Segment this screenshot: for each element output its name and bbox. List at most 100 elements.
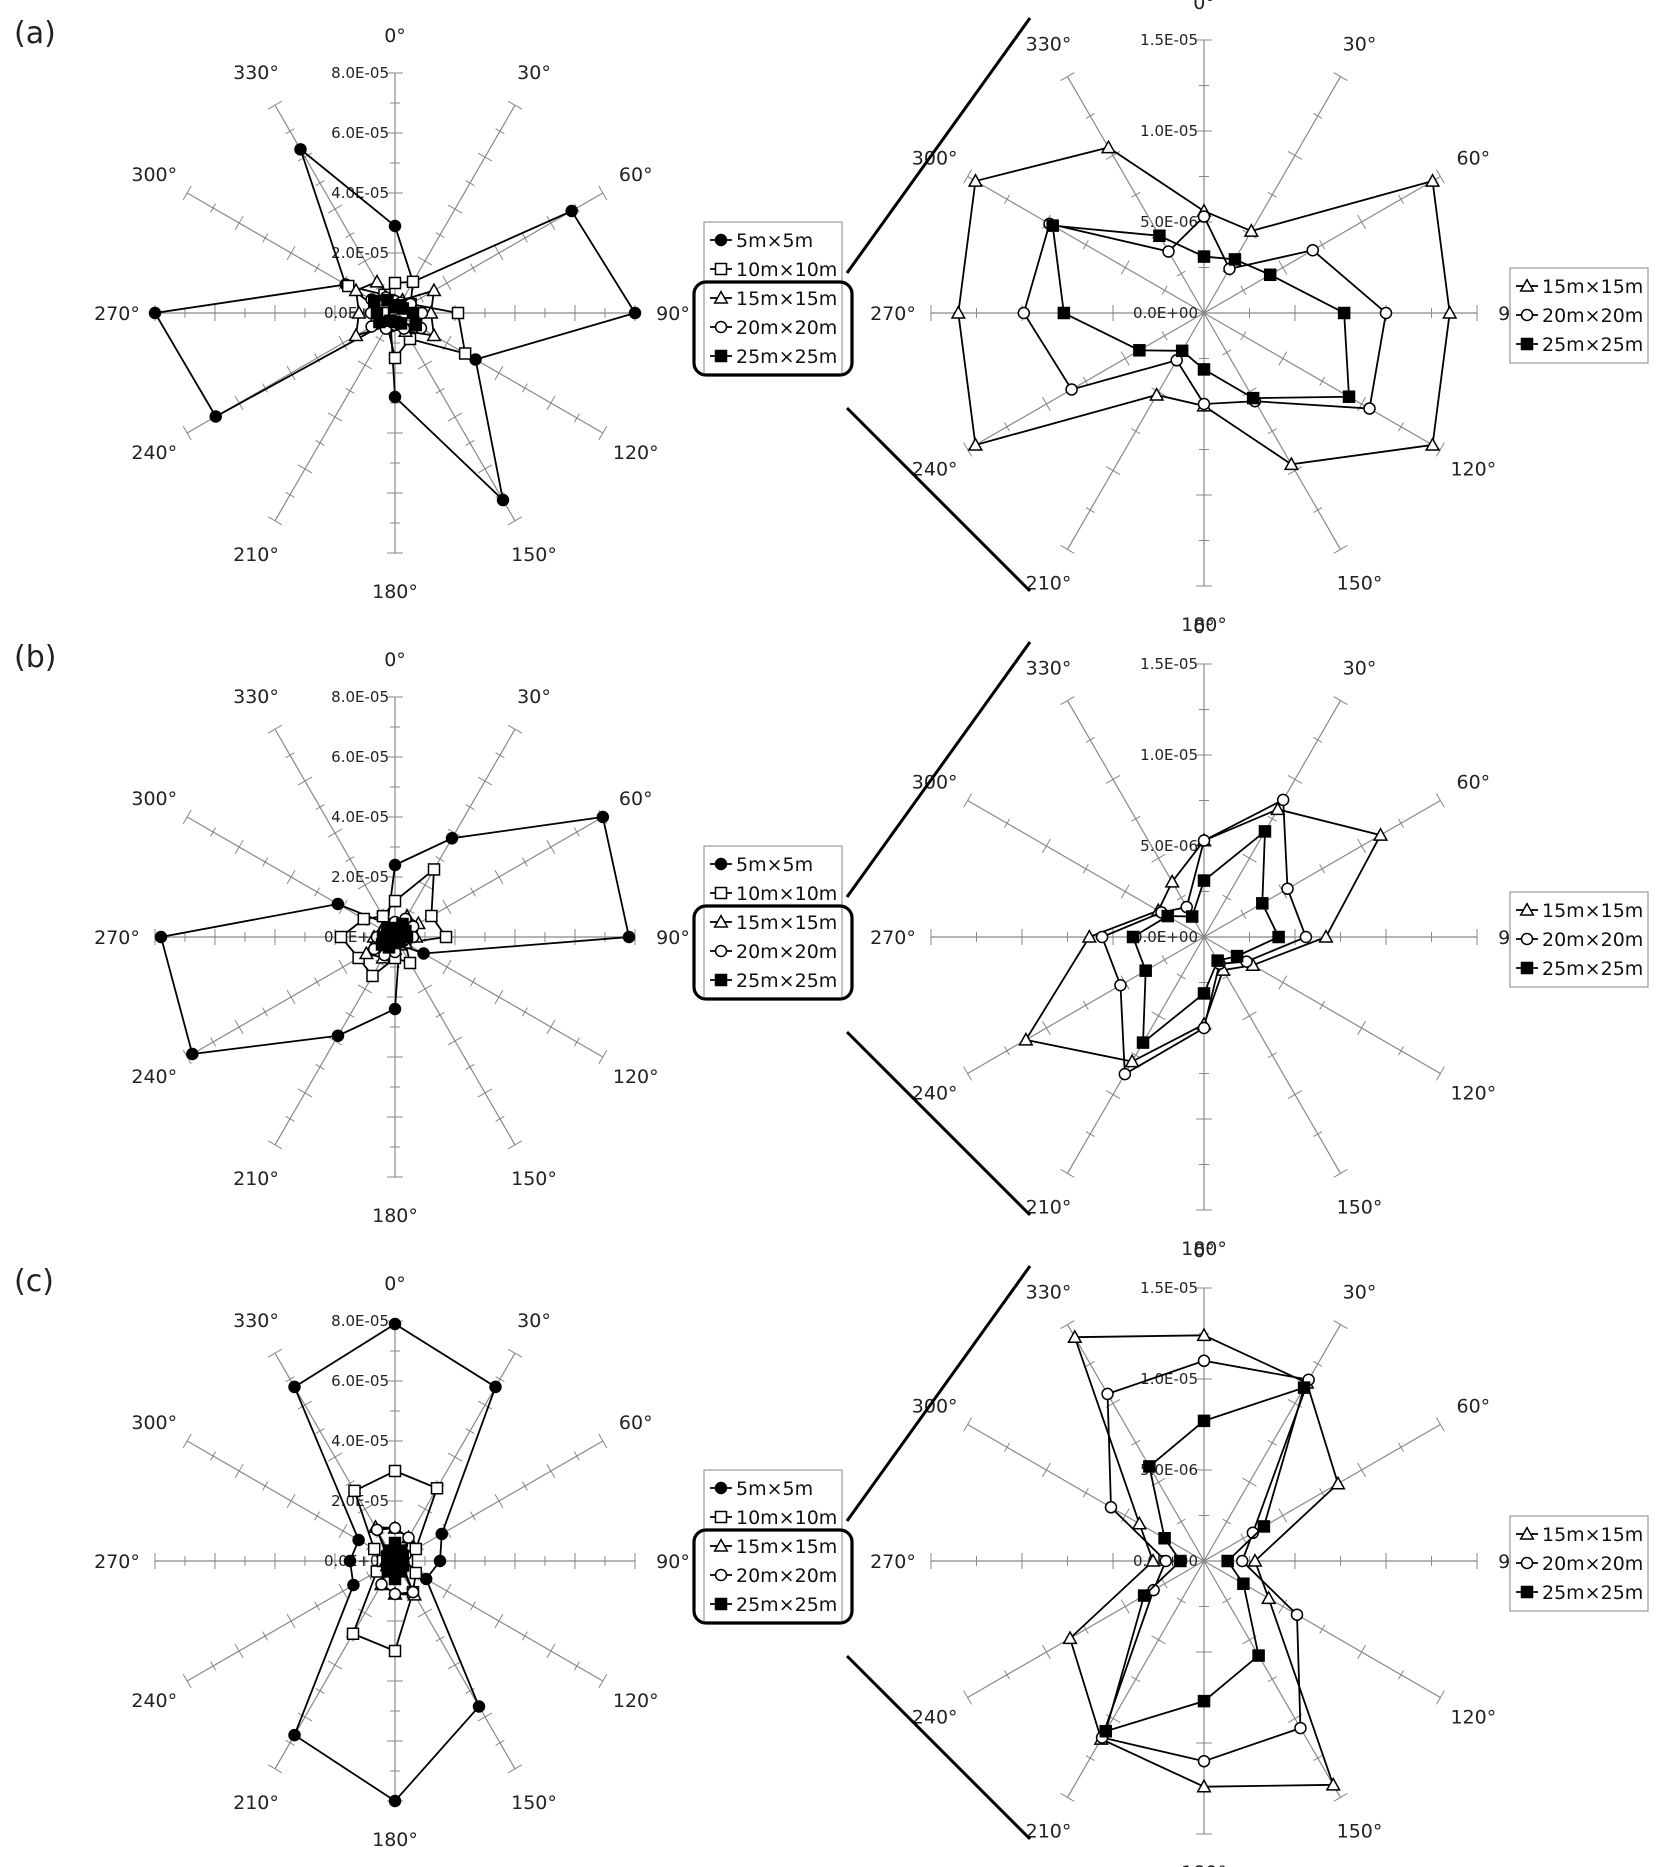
spoke-tick bbox=[1004, 1442, 1010, 1452]
legend-marker-15mx15m bbox=[1519, 1526, 1535, 1540]
legend-entry-15mx15m: 15m×15m bbox=[1542, 900, 1643, 922]
legend-marker-5mx5m bbox=[714, 233, 728, 247]
spoke-tick bbox=[417, 360, 433, 370]
data-point-20mx20m bbox=[375, 1578, 388, 1591]
zoom-connector-bottom bbox=[845, 406, 1032, 593]
spoke-tick bbox=[521, 857, 528, 867]
spoke-tick bbox=[1333, 1168, 1348, 1178]
spoke-tick bbox=[1435, 1417, 1445, 1432]
spoke-tick bbox=[297, 152, 313, 162]
spoke-tick bbox=[262, 857, 269, 867]
spoke-tick bbox=[477, 1400, 493, 1410]
spoke-tick bbox=[345, 1012, 355, 1018]
spoke-tick bbox=[442, 1583, 452, 1599]
spoke-tick bbox=[1085, 1755, 1095, 1761]
spoke-tick bbox=[494, 989, 504, 1005]
spoke-tick bbox=[285, 491, 295, 498]
spoke-tick bbox=[1398, 422, 1404, 432]
spoke-tick bbox=[470, 887, 476, 897]
spoke-tick bbox=[435, 856, 445, 862]
spoke-tick bbox=[327, 1452, 343, 1462]
angle-label: 270° bbox=[94, 303, 140, 325]
angle-label: 150° bbox=[511, 1792, 557, 1814]
data-point-15mx15m bbox=[348, 327, 364, 342]
legend-entry-5mx5m: 5m×5m bbox=[736, 854, 813, 876]
data-point-15mx15m bbox=[1100, 139, 1117, 154]
spoke-tick bbox=[314, 263, 320, 273]
data-point-20mx20m bbox=[1065, 383, 1078, 396]
data-point-10mx10m bbox=[439, 930, 453, 944]
data-point-15mx15m bbox=[1196, 1327, 1212, 1342]
data-point-5mx5m bbox=[622, 930, 636, 944]
spoke-tick bbox=[1085, 1361, 1095, 1367]
data-point-15mx15m bbox=[950, 305, 966, 319]
legend-entry-20mx20m: 20m×20m bbox=[736, 317, 837, 339]
spoke-tick bbox=[1041, 838, 1051, 854]
spoke-tick bbox=[1222, 1518, 1232, 1525]
spoke-tick bbox=[210, 1661, 217, 1671]
data-point-25mx25m bbox=[1175, 344, 1189, 358]
spoke-tick bbox=[494, 1613, 504, 1629]
data-point-5mx5m bbox=[388, 219, 402, 233]
spoke-tick bbox=[442, 959, 452, 975]
spoke-tick bbox=[285, 1115, 295, 1122]
spoke-tick bbox=[1333, 72, 1348, 82]
spoke-tick bbox=[1060, 1168, 1075, 1178]
data-point-20mx20m bbox=[406, 1585, 420, 1599]
spoke-tick bbox=[1333, 1320, 1348, 1330]
data-point-25mx25m bbox=[1057, 306, 1071, 320]
spoke-tick bbox=[1278, 1508, 1288, 1523]
data-point-25mx25m bbox=[1143, 1460, 1156, 1473]
spoke-tick bbox=[1082, 240, 1089, 250]
data-point-10mx10m bbox=[388, 1464, 402, 1478]
data-point-25mx25m bbox=[1153, 229, 1166, 243]
angle-label: 180° bbox=[1181, 1862, 1227, 1867]
spoke-tick bbox=[546, 1643, 556, 1659]
data-point-25mx25m bbox=[1230, 949, 1244, 963]
data-point-20mx20m bbox=[1197, 1021, 1211, 1035]
spoke-tick bbox=[262, 1631, 269, 1641]
radar-zoom-0: 0°30°60°90°120°150°180°210°240°270°300°3… bbox=[870, 0, 1532, 636]
spoke-tick bbox=[1267, 1676, 1277, 1683]
legend-marker-15mx15m bbox=[1519, 278, 1535, 292]
data-point-25mx25m bbox=[385, 925, 399, 939]
data-point-5mx5m bbox=[186, 1047, 199, 1061]
spoke-tick bbox=[357, 256, 373, 266]
data-point-15mx15m bbox=[967, 437, 984, 451]
data-point-5mx5m bbox=[331, 1029, 345, 1042]
spoke-tick bbox=[366, 1571, 372, 1581]
spoke-tick bbox=[314, 1601, 320, 1611]
legend-entry-20mx20m: 20m×20m bbox=[1542, 929, 1643, 951]
radial-tick-label: 5.0E-06 bbox=[1140, 837, 1198, 855]
spoke-tick bbox=[494, 245, 504, 261]
spoke-tick bbox=[1222, 1597, 1232, 1604]
spoke-tick bbox=[1357, 1462, 1367, 1478]
spoke-tick bbox=[267, 1348, 283, 1358]
spoke-tick bbox=[1131, 815, 1141, 822]
spoke-tick bbox=[1105, 1714, 1121, 1724]
spoke-tick bbox=[1319, 1000, 1326, 1010]
spoke-tick bbox=[315, 1428, 325, 1435]
radial-tick-label: 1.5E-05 bbox=[1140, 1279, 1198, 1297]
legend-marker-25mx25m bbox=[1520, 1585, 1534, 1599]
spoke-tick bbox=[573, 827, 580, 837]
spoke-tick bbox=[182, 1433, 192, 1449]
spoke-tick bbox=[507, 724, 523, 734]
radar-full-1: 0°30°60°90°120°150°180°210°240°270°300°3… bbox=[94, 649, 690, 1227]
spoke-tick bbox=[1357, 838, 1367, 854]
spoke-tick bbox=[1435, 1066, 1445, 1081]
spoke-tick bbox=[314, 887, 320, 897]
panel-label-b: (b) bbox=[14, 640, 57, 675]
angle-label: 30° bbox=[517, 62, 551, 84]
data-point-25mx25m bbox=[1228, 253, 1242, 266]
spoke-tick bbox=[315, 804, 325, 811]
data-point-10mx10m bbox=[409, 1566, 423, 1580]
data-point-25mx25m bbox=[1342, 390, 1356, 403]
angle-label: 0° bbox=[1193, 0, 1215, 14]
data-point-5mx5m bbox=[433, 1554, 447, 1568]
angle-label: 300° bbox=[912, 772, 958, 794]
spoke-tick bbox=[1151, 853, 1166, 863]
